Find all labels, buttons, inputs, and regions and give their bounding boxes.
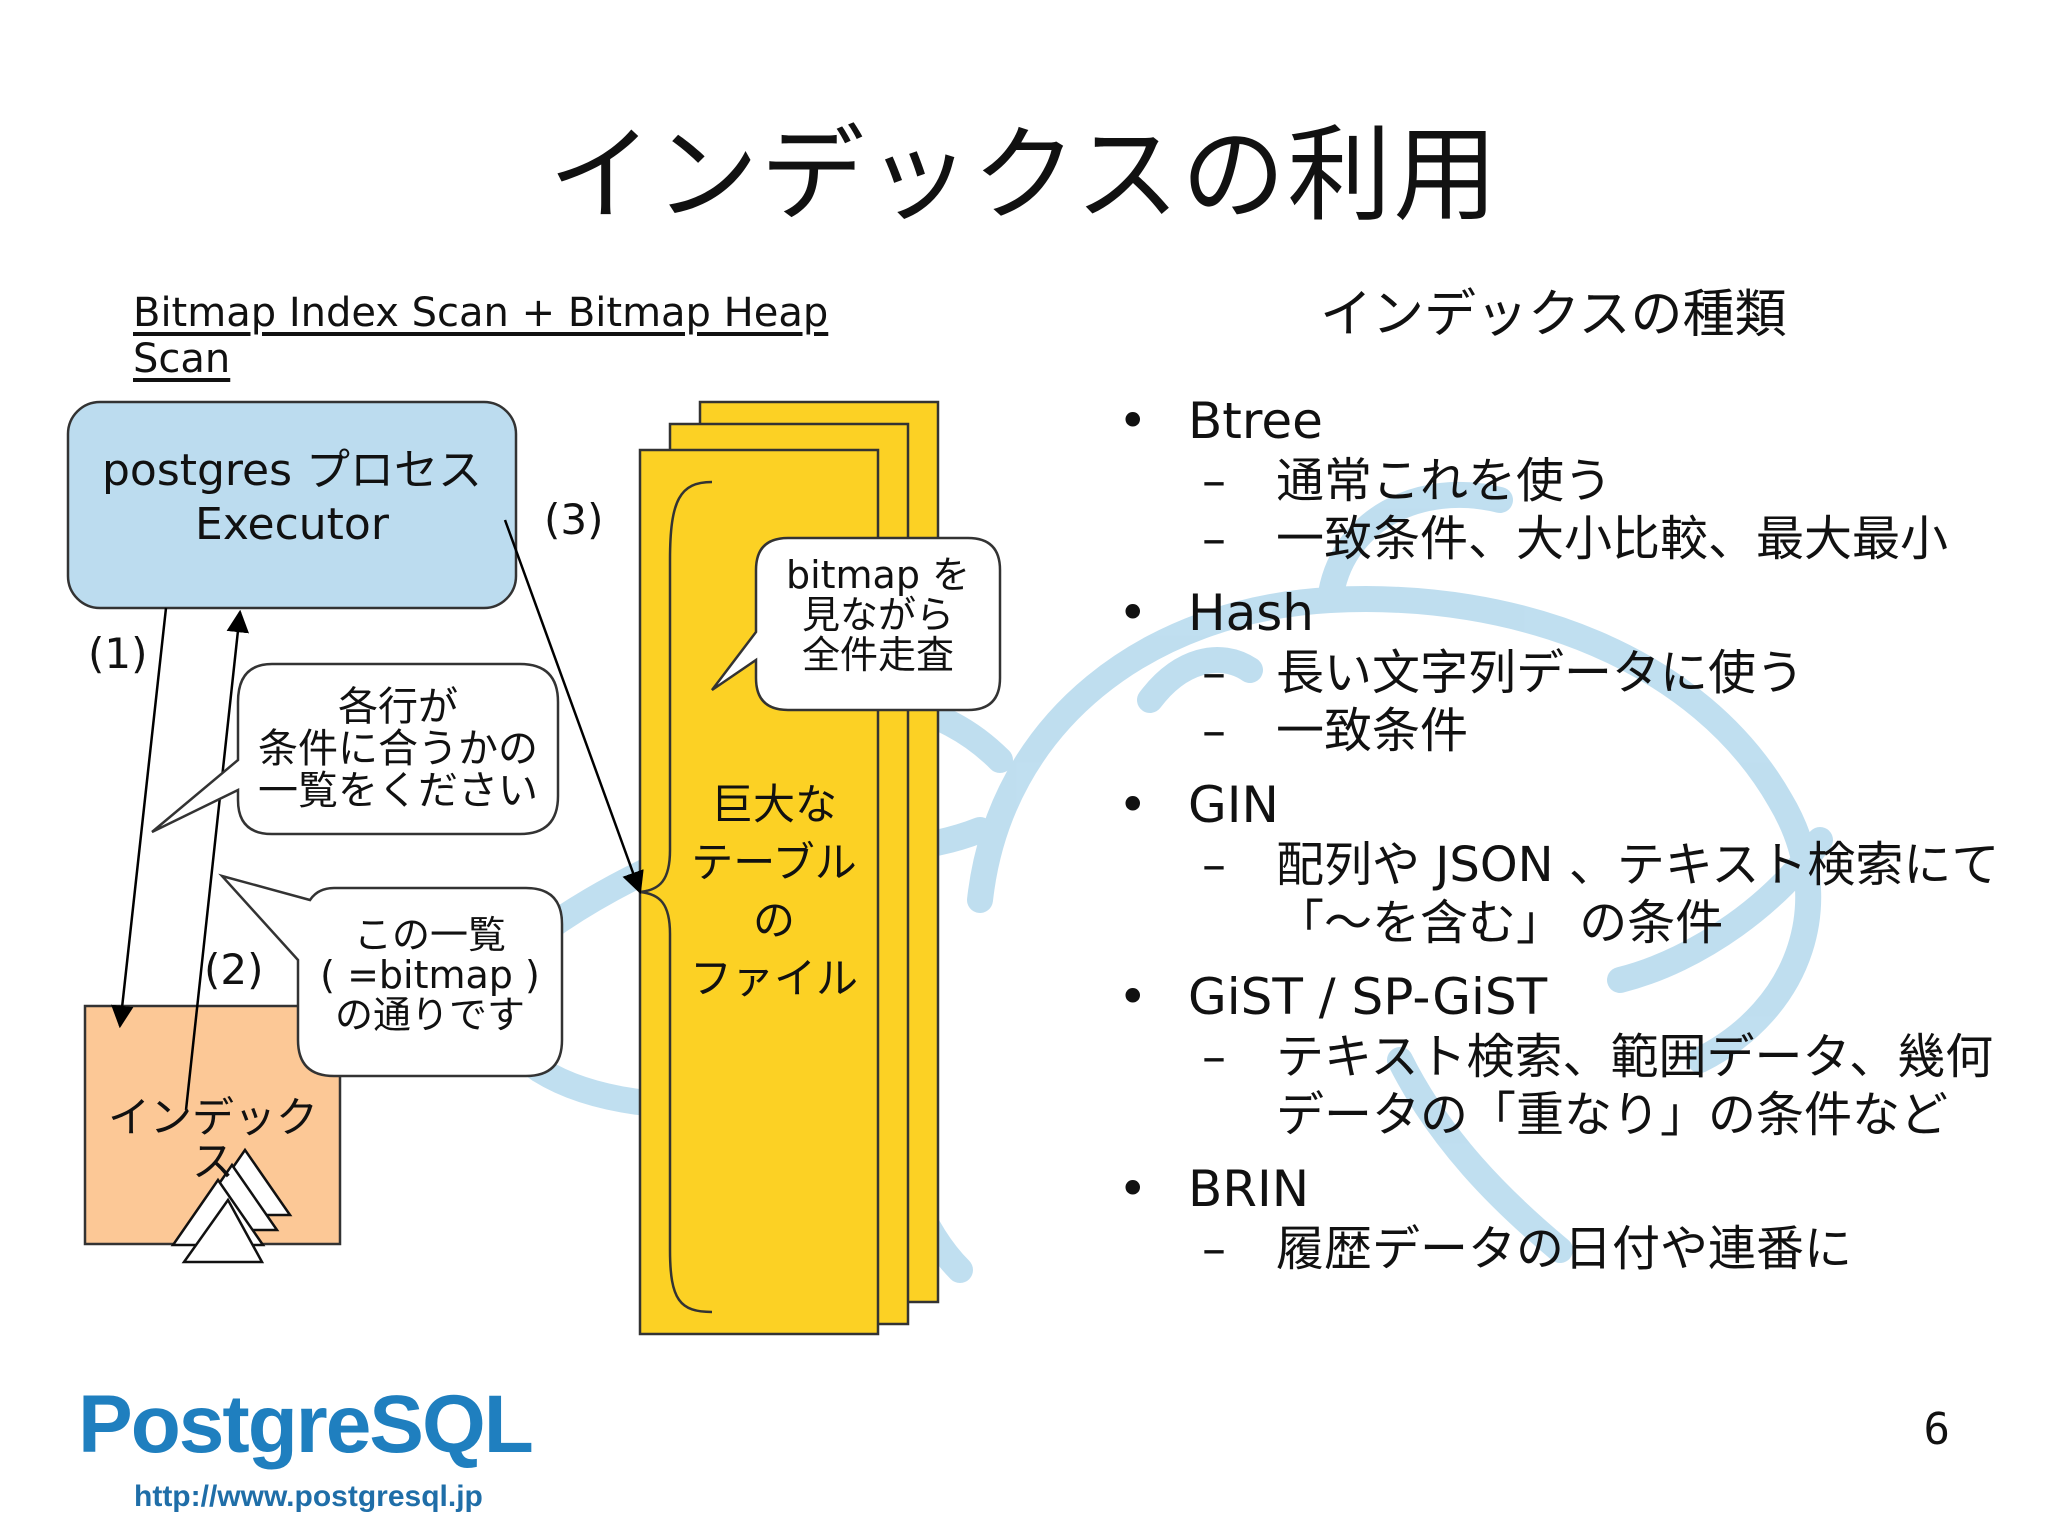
index-types-heading: インデックスの種類 <box>1320 285 1787 345</box>
callout-scan-line: 見ながら <box>801 592 954 637</box>
callout-reply-text: この一覧 ( =bitmap ) の通りです <box>300 913 560 1037</box>
index-type-name: Hash <box>1188 584 1314 642</box>
process-box-label: postgres プロセス Executor <box>68 445 516 551</box>
index-type-btree: Btree 通常これを使う 一致条件、大小比較、最大最小 <box>1112 390 2012 568</box>
step3-label: (3) <box>544 495 604 544</box>
index-tree-icon <box>170 1147 293 1264</box>
page-number: 6 <box>1923 1404 1951 1455</box>
executor-label: Executor <box>195 499 389 551</box>
process-name: postgres プロセス <box>101 445 483 496</box>
arrow-step2 <box>184 609 250 1111</box>
process-box <box>66 400 518 610</box>
index-type-name: GIN <box>1188 776 1279 834</box>
diagram-subtitle: Bitmap Index Scan + Bitmap Heap Scan <box>133 290 829 382</box>
index-type-note-line: テキスト検索、範囲データ、幾何 <box>1276 1029 1994 1085</box>
postgresql-logo: PostgreSQL <box>78 1379 534 1470</box>
callout-scan-bubble <box>711 536 1002 712</box>
index-type-note: 通常これを使う <box>1188 452 2012 510</box>
index-type-note: 履歴データの日付や連番に <box>1188 1220 2012 1278</box>
index-types-list: Btree 通常これを使う 一致条件、大小比較、最大最小 Hash 長い文字列デ… <box>1112 390 2012 1292</box>
callout-scan-line: bitmap を <box>785 553 971 597</box>
index-type-gin: GIN 配列や JSON 、テキスト検索にて 「～を含む」 の条件 <box>1112 774 2012 952</box>
callout-request-line: 一覧をください <box>258 768 538 814</box>
index-type-brin: BRIN 履歴データの日付や連番に <box>1112 1158 2012 1278</box>
index-type-name: Btree <box>1188 392 1323 450</box>
arrow-step1 <box>111 607 168 1029</box>
table-label-line: の <box>752 896 795 945</box>
step1-label: (1) <box>88 629 148 678</box>
callout-reply-bubble <box>218 873 564 1078</box>
index-box-label: インデックス <box>107 1093 318 1187</box>
table-file-label: 巨大な テーブル の ファイル <box>670 776 878 1008</box>
callout-request-line: 条件に合うかの <box>258 726 538 772</box>
step2-label: (2) <box>204 945 264 994</box>
callout-reply-line: ( =bitmap ) <box>320 952 540 997</box>
callout-request-text: 各行が 条件に合うかの 一覧をください <box>240 686 556 812</box>
callout-reply-line: の通りです <box>334 992 525 1037</box>
index-type-note: 配列や JSON 、テキスト検索にて 「～を含む」 の条件 <box>1188 836 2012 952</box>
callout-scan-text: bitmap を 見ながら 全件走査 <box>758 553 998 677</box>
index-type-note: 一致条件、大小比較、最大最小 <box>1188 510 2012 568</box>
callout-reply-line: この一覧 <box>353 913 506 957</box>
callout-request-bubble <box>151 662 560 836</box>
table-label-line: テーブル <box>691 838 857 887</box>
index-type-name: BRIN <box>1188 1160 1310 1218</box>
page-title: インデックスの利用 <box>548 114 1500 236</box>
index-type-note-line: 「～を含む」 の条件 <box>1276 895 1724 951</box>
logo-url: http://www.postgresql.jp <box>134 1480 483 1513</box>
index-type-note: 長い文字列データに使う <box>1188 644 2012 702</box>
index-type-note: テキスト検索、範囲データ、幾何 データの「重なり」の条件など <box>1188 1028 2012 1144</box>
table-label-line: 巨大な <box>710 780 837 829</box>
arrow-step3 <box>503 519 644 895</box>
index-type-note-line: 配列や JSON 、テキスト検索にて <box>1276 837 2000 893</box>
callout-scan-line: 全件走査 <box>801 632 954 677</box>
index-type-note: 一致条件 <box>1188 702 2012 760</box>
index-type-gist: GiST / SP-GiST テキスト検索、範囲データ、幾何 データの「重なり」… <box>1112 966 2012 1144</box>
index-type-name: GiST / SP-GiST <box>1188 968 1548 1026</box>
index-type-hash: Hash 長い文字列データに使う 一致条件 <box>1112 582 2012 760</box>
index-type-note-line: データの「重なり」の条件など <box>1276 1087 1949 1143</box>
table-label-line: ファイル <box>689 954 858 1003</box>
callout-request-line: 各行が <box>338 684 458 730</box>
